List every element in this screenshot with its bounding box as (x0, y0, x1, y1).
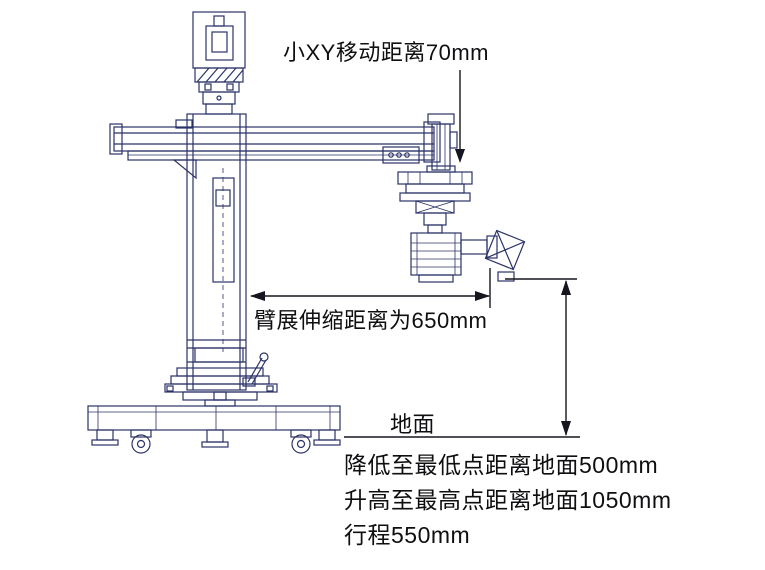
horizontal-boom (109, 121, 441, 164)
dimension-height (505, 278, 577, 436)
xy-slide-unit (426, 113, 458, 173)
label-xy-move: 小XY移动距离70mm (283, 40, 489, 65)
dimension-arm-extension (250, 268, 491, 308)
base-cart (87, 405, 341, 454)
note-lowest-height: 降低至最低点距离地面500mm (344, 452, 659, 478)
label-ground: 地面 (390, 412, 436, 437)
welding-head (397, 171, 526, 283)
note-stroke: 行程550mm (344, 522, 471, 548)
top-motor-assembly (192, 11, 246, 115)
note-highest-height: 升高至最高点距离地面1050mm (344, 487, 672, 513)
label-arm-extension: 臂展伸缩距离为650mm (254, 308, 488, 333)
lower-slide-assembly (164, 352, 278, 407)
vertical-column (172, 113, 247, 391)
leader-xy-arrow (455, 70, 465, 163)
